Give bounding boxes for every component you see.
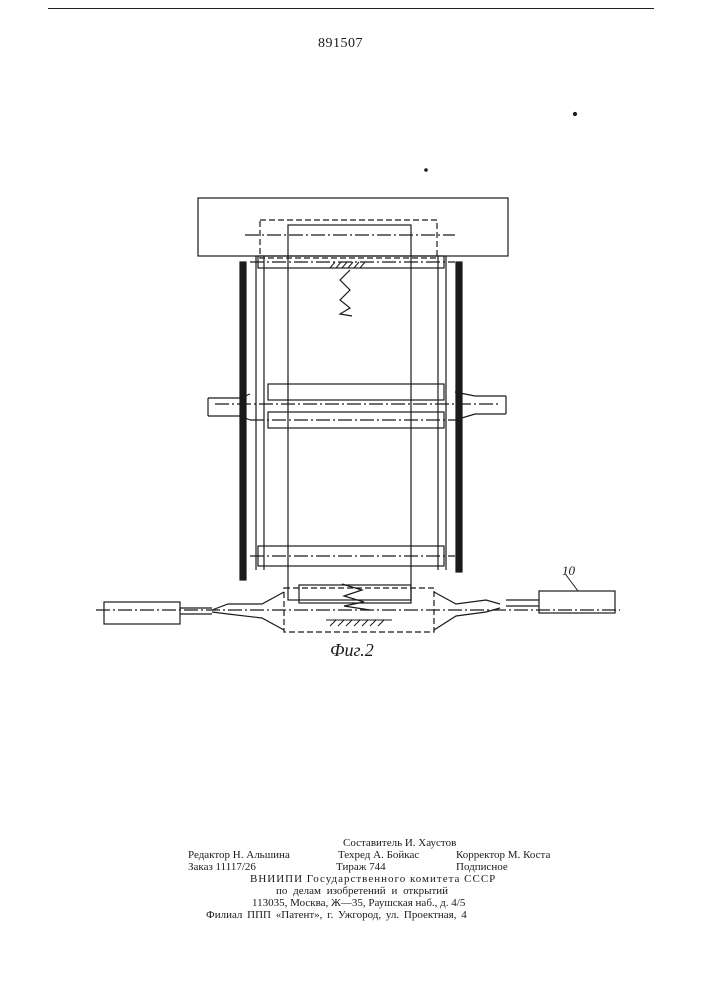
hatch-top: [328, 262, 370, 268]
branch-line: Филиал ППП «Патент», г. Ужгород, ул. Про…: [206, 909, 467, 921]
middle-roller-upper: [268, 384, 444, 400]
right-shaft: [455, 392, 506, 396]
top-beam: [198, 198, 508, 256]
spring-top: [340, 270, 352, 316]
subscription-line: Подписное: [456, 861, 508, 873]
corrector-line: Корректор М. Коста: [456, 849, 550, 861]
institute-line-2: по делам изобретений и открытий: [276, 885, 448, 897]
circulation-line: Тираж 744: [336, 861, 386, 873]
order-line: Заказ 11117/26: [188, 861, 256, 873]
compiler-line: Составитель И. Хаустов: [343, 837, 456, 849]
institute-line-1: ВНИИПИ Государственного комитета СССР: [250, 873, 496, 885]
left-motor: [104, 602, 180, 624]
editor-line: Редактор Н. Альшина: [188, 849, 290, 861]
address-line: 113035, Москва, Ж—35, Раушская наб., д. …: [252, 897, 465, 909]
callout-number: 10: [562, 563, 575, 579]
tech-editor-line: Техред А. Бойкас: [338, 849, 419, 861]
figure-caption: Фиг.2: [330, 640, 374, 661]
right-cone: [434, 592, 500, 604]
hatch-bottom: [326, 620, 392, 626]
left-rail-dark: [240, 262, 246, 580]
left-cone: [212, 592, 284, 610]
right-rail-dark: [456, 262, 462, 572]
